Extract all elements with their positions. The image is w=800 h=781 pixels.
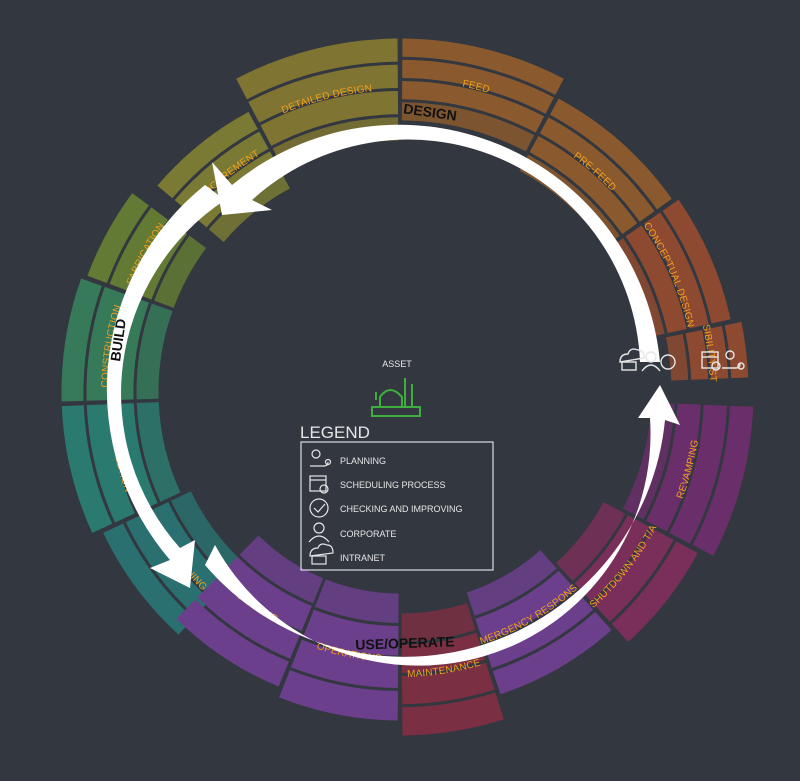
ring-band	[401, 662, 495, 705]
ring-band	[549, 98, 672, 210]
planning-icon	[722, 350, 745, 370]
cloud-server-icon	[619, 348, 645, 371]
ring-band	[239, 535, 324, 604]
legend-title: LEGEND	[300, 423, 370, 442]
phase-arrows	[106, 124, 680, 666]
ring-band	[136, 303, 173, 400]
ring-band	[157, 111, 258, 199]
ring-band	[402, 692, 504, 736]
ring-band	[529, 136, 638, 235]
build-phase-label: BUILD	[107, 318, 129, 363]
asset-label: ASSET	[382, 359, 412, 369]
ring-band	[402, 59, 554, 114]
ring-band	[154, 235, 207, 308]
ring-band	[291, 639, 399, 688]
legend-item-label: CHECKING AND IMPROVING	[340, 504, 463, 514]
check-icon	[660, 354, 676, 370]
ring-band	[662, 199, 731, 324]
ring-segment	[401, 603, 504, 736]
ring-band	[492, 611, 612, 695]
ring-segment	[176, 535, 324, 687]
ring-band	[176, 599, 289, 687]
ring-band	[248, 64, 398, 123]
ring-band	[466, 550, 557, 616]
ring-band	[669, 404, 727, 544]
legend-item-label: CORPORATE	[340, 529, 396, 539]
use-operate-phase-label: USE/OPERATE	[355, 633, 455, 652]
ring-band	[401, 102, 535, 152]
ring-band	[611, 541, 698, 642]
ring-band	[61, 405, 113, 533]
ring-band	[86, 286, 126, 401]
ring-band	[724, 321, 749, 379]
ring-band	[625, 225, 687, 334]
ring-band	[171, 491, 244, 580]
legend-item-intranet: INTRANET	[309, 543, 386, 565]
ring-band	[644, 212, 709, 329]
ring-segment	[279, 579, 399, 721]
legend-item-planning: PLANNING	[310, 449, 386, 467]
ring-band	[401, 603, 476, 642]
ring-band	[87, 193, 149, 283]
ring-band	[236, 38, 398, 100]
legend-item-label: INTRANET	[340, 553, 386, 563]
cloud-server-icon	[309, 543, 334, 565]
ring-band	[402, 81, 545, 133]
build-arrow	[106, 185, 225, 588]
person-icon	[641, 351, 661, 372]
ring-segments	[61, 38, 754, 736]
legend-item-checking: CHECKING AND IMPROVING	[309, 498, 463, 518]
refinery-icon	[371, 378, 421, 417]
ring-band	[475, 570, 575, 643]
asset-group: ASSET	[371, 359, 421, 417]
legend: LEGEND PLANNING SCHEDULING PROCESS CHECK…	[300, 423, 494, 571]
ring-band	[218, 556, 312, 631]
ring-segment	[401, 38, 564, 152]
ring-band	[109, 207, 168, 292]
ring-band	[279, 670, 398, 721]
legend-item-label: PLANNING	[340, 456, 386, 466]
ring-band	[61, 278, 102, 402]
legend-box	[300, 441, 494, 571]
ring-band	[86, 404, 135, 523]
calendar-icon	[701, 351, 721, 371]
calendar-icon	[309, 475, 329, 494]
legend-item-corporate: CORPORATE	[308, 522, 396, 543]
legend-item-scheduling: SCHEDULING PROCESS	[309, 475, 446, 494]
ring-band	[665, 333, 689, 381]
design-arrow	[212, 124, 660, 362]
ring-band	[556, 502, 626, 582]
ring-band	[646, 403, 701, 532]
ring-band	[539, 117, 655, 222]
ring-band	[314, 579, 399, 623]
ring-band	[402, 38, 564, 95]
legend-item-label: SCHEDULING PROCESS	[340, 480, 446, 490]
planning-icon	[310, 449, 332, 467]
ring-band	[136, 402, 181, 502]
phase-icons	[619, 348, 745, 372]
ring-band	[197, 578, 301, 659]
ring-band	[593, 528, 674, 622]
person-icon	[308, 522, 330, 543]
ring-band	[103, 523, 194, 635]
check-icon	[309, 498, 329, 518]
ring-band	[302, 609, 399, 656]
design-phase-label: DESIGN	[402, 100, 457, 123]
ring-band	[692, 405, 754, 556]
ring-band	[260, 91, 399, 146]
